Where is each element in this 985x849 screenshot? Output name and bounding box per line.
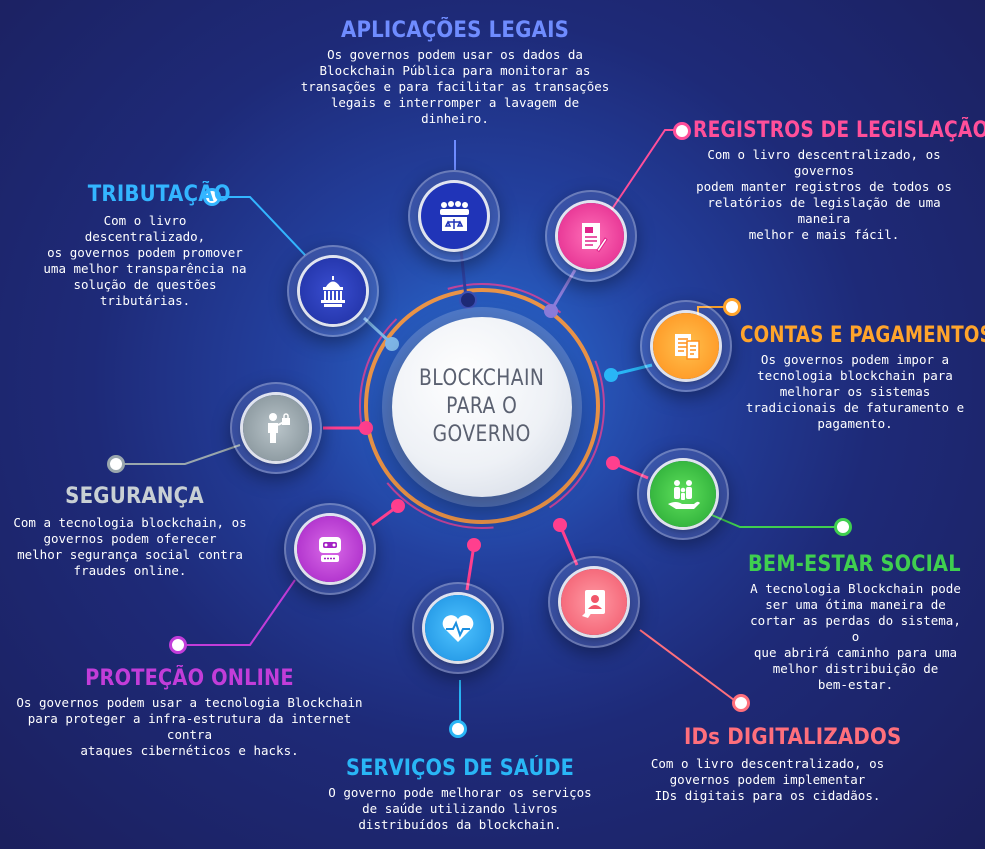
node-bemestar — [637, 448, 729, 540]
block-seguranca: SEGURANÇA Com a tecnologia blockchain, o… — [10, 484, 250, 579]
text-contas: Os governos podem impor a tecnologia blo… — [745, 352, 965, 431]
family-hand-icon — [650, 461, 716, 527]
title-registros: REGISTROS DE LEGISLAÇÃO — [693, 118, 985, 143]
title-tributacao: TRIBUTAÇÃO — [87, 182, 231, 207]
ring-pink-arc — [359, 283, 605, 529]
endpoint-dot — [203, 188, 221, 206]
ring-connector-dot — [459, 291, 477, 309]
justice-people-icon — [421, 183, 487, 249]
node-registros — [545, 190, 637, 282]
node-tributacao — [287, 245, 379, 337]
invoice-icon — [653, 313, 719, 379]
ring-connector-dot — [604, 368, 618, 382]
endpoint-dot — [834, 518, 852, 536]
center-hub: BLOCKCHAIN PARA O GOVERNO — [392, 317, 572, 497]
title-aplicacoes: APLICAÇÕES LEGAIS — [340, 18, 570, 43]
ring-connector-dot — [391, 499, 405, 513]
ring-connector-dot — [467, 538, 481, 552]
endpoint-dot — [732, 694, 750, 712]
heart-pulse-icon — [425, 595, 491, 661]
robot-shield-icon — [297, 516, 363, 582]
ring-connector-dot — [606, 456, 620, 470]
text-bemestar: A tecnologia Blockchain pode ser uma óti… — [750, 581, 961, 692]
title-ids: IDs DIGITALIZADOS — [684, 725, 902, 750]
title-saude: SERVIÇOS DE SAÚDE — [345, 756, 574, 781]
ring-connector-dot — [385, 337, 399, 351]
title-seguranca: SEGURANÇA — [65, 484, 204, 509]
text-registros: Com o livro descentralizado, os governos… — [696, 147, 952, 242]
node-ids — [548, 556, 640, 648]
block-bemestar: BEM-ESTAR SOCIAL A tecnologia Blockchain… — [748, 552, 973, 693]
id-card-icon — [561, 569, 627, 635]
endpoint-dot — [449, 720, 467, 738]
center-title: BLOCKCHAIN PARA O GOVERNO — [419, 366, 545, 447]
ring-connector-dot — [359, 421, 373, 435]
title-contas: CONTAS E PAGAMENTOS — [740, 323, 985, 348]
text-seguranca: Com a tecnologia blockchain, os governos… — [13, 515, 247, 578]
document-pen-icon — [558, 203, 624, 269]
node-saude — [412, 582, 504, 674]
block-aplicacoes: APLICAÇÕES LEGAIS Os governos podem usar… — [300, 18, 610, 127]
node-seguranca — [230, 382, 322, 474]
block-contas: CONTAS E PAGAMENTOS Os governos podem im… — [740, 323, 985, 432]
text-ids: Com o livro descentralizado, os governos… — [650, 756, 885, 803]
ring-orange-arc — [364, 288, 600, 524]
endpoint-dot — [107, 455, 125, 473]
text-protecao: Os governos podem usar a tecnologia Bloc… — [16, 695, 363, 758]
block-saude: SERVIÇOS DE SAÚDE O governo pode melhora… — [310, 756, 610, 833]
node-contas — [640, 300, 732, 392]
node-aplicacoes — [408, 170, 500, 262]
text-tributacao: Com o livro descentralizado, os governos… — [43, 213, 247, 308]
block-ids: IDs DIGITALIZADOS Com o livro descentral… — [650, 725, 902, 804]
endpoint-dot — [169, 636, 187, 654]
text-aplicacoes: Os governos podem usar os dados da Block… — [300, 47, 610, 126]
ring-connector-dot — [544, 304, 558, 318]
node-protecao — [284, 503, 376, 595]
title-bemestar: BEM-ESTAR SOCIAL — [748, 552, 961, 577]
block-registros: REGISTROS DE LEGISLAÇÃO Com o livro desc… — [693, 118, 985, 243]
person-lock-icon — [243, 395, 309, 461]
text-saude: O governo pode melhorar os serviços de s… — [328, 785, 592, 832]
title-protecao: PROTEÇÃO ONLINE — [85, 666, 294, 691]
block-tributacao: TRIBUTAÇÃO Com o livro descentralizado, … — [40, 182, 250, 309]
ring-connector-dot — [553, 518, 567, 532]
capitol-building-icon — [300, 258, 366, 324]
endpoint-dot — [723, 298, 741, 316]
block-protecao: PROTEÇÃO ONLINE Os governos podem usar a… — [12, 666, 367, 759]
endpoint-dot — [673, 122, 691, 140]
